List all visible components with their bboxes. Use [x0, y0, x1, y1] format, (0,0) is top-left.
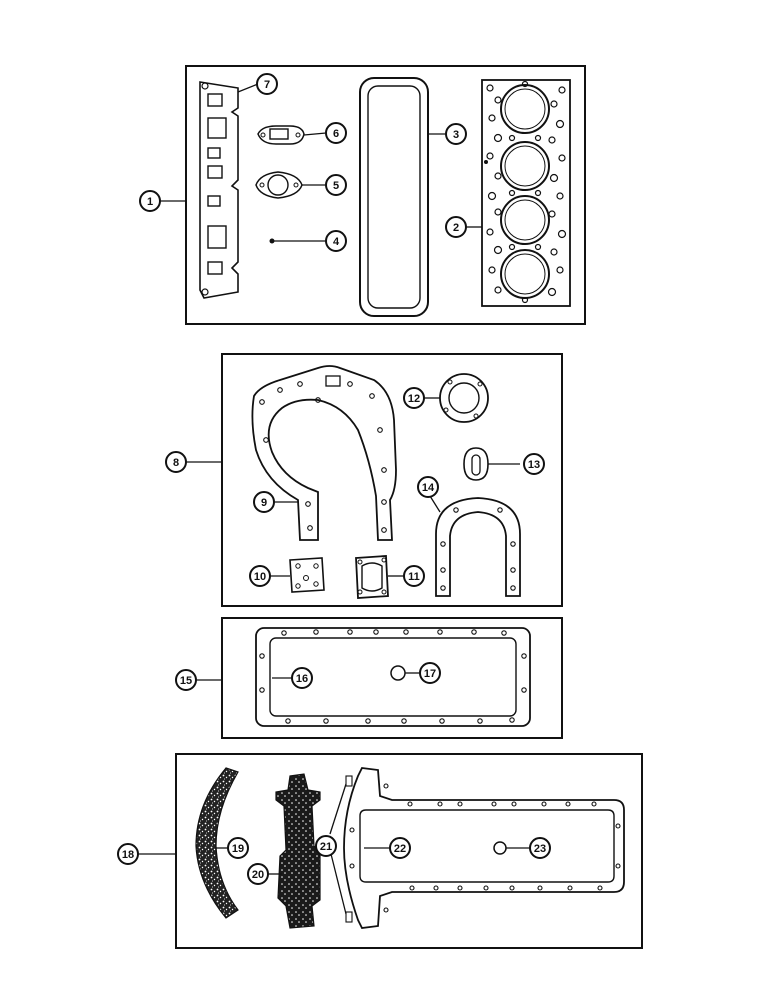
callout-3-label: 3	[453, 129, 459, 141]
callout-8-label: 8	[173, 457, 179, 469]
callout-11-label: 11	[408, 571, 420, 583]
callout-6-label: 6	[333, 128, 339, 140]
cover-plate-gasket	[289, 557, 325, 593]
gasket-small-rectangular	[257, 125, 305, 145]
small-seal-lower	[345, 911, 353, 923]
callout-16-label: 16	[296, 673, 308, 685]
timing-cover-gasket	[251, 365, 397, 541]
callout-17-label: 17	[424, 668, 436, 680]
water-pump-gasket	[439, 373, 489, 423]
callout-16: 16	[291, 667, 313, 689]
oil-pan-gasket	[255, 627, 531, 727]
callout-7-label: 7	[264, 79, 270, 91]
callout-19-label: 19	[232, 843, 244, 855]
callout-22: 22	[389, 837, 411, 859]
callout-5: 5	[325, 174, 347, 196]
callout-23: 23	[529, 837, 551, 859]
callout-2: 2	[445, 216, 467, 238]
callout-7: 7	[256, 73, 278, 95]
callout-15: 15	[175, 669, 197, 691]
callout-21-label: 21	[320, 841, 332, 853]
callout-1-label: 1	[147, 196, 153, 208]
callout-21: 21	[315, 835, 337, 857]
fuel-pump-gasket	[463, 447, 489, 481]
callout-20: 20	[247, 863, 269, 885]
callout-20-label: 20	[252, 869, 264, 881]
callout-3: 3	[445, 123, 467, 145]
panel-lower-gasket-set	[138, 753, 643, 949]
callout-10: 10	[249, 565, 271, 587]
small-seal-upper	[345, 775, 353, 787]
panel-timing-cover-gaskets	[186, 353, 563, 607]
callout-12: 12	[403, 387, 425, 409]
drain-plug-gasket	[390, 665, 406, 681]
callout-12-label: 12	[408, 393, 420, 405]
callout-13-label: 13	[528, 459, 540, 471]
manifold-gasket	[199, 81, 239, 299]
callout-18-label: 18	[122, 849, 134, 861]
callout-22-label: 22	[394, 843, 406, 855]
callout-14-label: 14	[422, 482, 435, 494]
cork-seal-curved	[195, 767, 239, 919]
callout-1: 1	[139, 190, 161, 212]
small-seal-ring	[269, 238, 275, 244]
callout-17: 17	[419, 662, 441, 684]
callout-14: 14	[417, 476, 439, 498]
callout-19: 19	[227, 837, 249, 859]
panel-upper-gasket-set	[160, 65, 586, 325]
callout-10-label: 10	[254, 571, 266, 583]
callout-23-label: 23	[534, 843, 546, 855]
callout-13: 13	[523, 453, 545, 475]
callout-6: 6	[325, 122, 347, 144]
callout-8: 8	[165, 451, 187, 473]
callout-9: 9	[253, 491, 275, 513]
drain-plug-gasket-large	[493, 841, 507, 855]
callout-9-label: 9	[261, 497, 267, 509]
thermostat-housing-gasket	[355, 555, 389, 599]
gasket-round-flange	[255, 171, 303, 199]
callout-15-label: 15	[180, 675, 192, 687]
cylinder-head-gasket	[481, 79, 571, 307]
callout-5-label: 5	[333, 180, 339, 192]
callout-11: 11	[403, 565, 425, 587]
callout-markers: 1 2 3 4 5 6 7 8 9 10 11 12 13 14 15 16 1…	[117, 73, 551, 885]
rear-main-seal-gasket	[435, 497, 521, 597]
callout-2-label: 2	[453, 222, 459, 234]
callout-4-label: 4	[333, 236, 340, 248]
cork-seal-retainer	[275, 773, 321, 929]
oil-pan-gasket-large	[343, 767, 625, 929]
rocker-cover-gasket	[359, 77, 429, 317]
panel-oil-pan-gasket	[196, 617, 563, 739]
callout-18: 18	[117, 843, 139, 865]
callout-4: 4	[325, 230, 347, 252]
